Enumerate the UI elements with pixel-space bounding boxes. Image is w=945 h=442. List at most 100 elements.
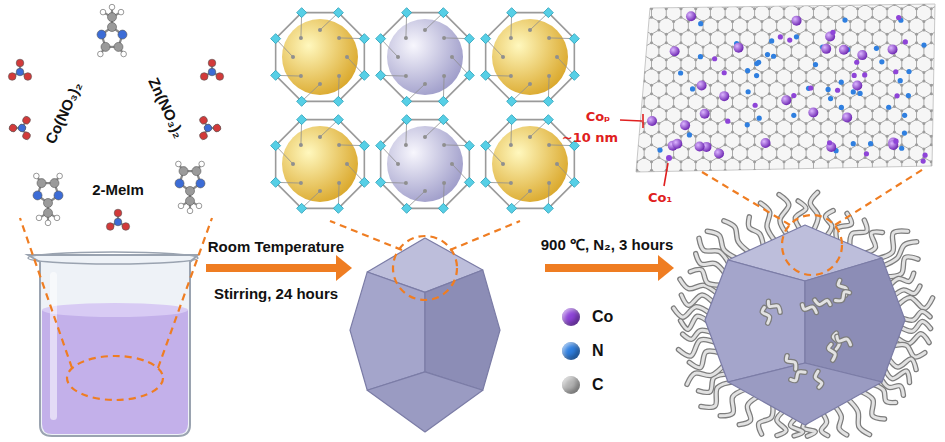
carbon-atom xyxy=(790,148,793,151)
carbon-atom xyxy=(687,46,690,49)
atom xyxy=(21,131,31,141)
carbon-atom xyxy=(731,156,734,159)
carbon-atom xyxy=(849,3,852,6)
carbon-atom xyxy=(812,7,815,10)
carbon-atom xyxy=(871,58,874,61)
carbon-atom xyxy=(643,20,646,23)
atom xyxy=(54,215,60,221)
carbon-atom xyxy=(819,105,822,108)
carbon-atom xyxy=(886,92,889,95)
carbon-atom xyxy=(665,109,668,112)
carbon-atom xyxy=(768,84,771,87)
carbon-atom xyxy=(694,67,697,70)
graphene-bonds xyxy=(438,0,945,183)
carbon-atom xyxy=(937,148,940,151)
crystal-face xyxy=(728,363,882,425)
carbon-atom xyxy=(886,7,889,10)
cobalt-single-atom xyxy=(787,37,792,42)
carbon-atom xyxy=(886,135,889,138)
carbon-atom xyxy=(775,71,778,74)
carbon-atom xyxy=(768,33,771,36)
carbon-atom xyxy=(738,169,741,172)
carbon-atom xyxy=(827,169,830,172)
carbon-atom xyxy=(768,92,771,95)
carbon-atom xyxy=(886,84,889,87)
nanotube-body xyxy=(690,269,722,285)
carbon-atom xyxy=(657,29,660,32)
carbon-atom xyxy=(702,46,705,49)
carbon-atom xyxy=(738,7,741,10)
carbon-atom xyxy=(635,160,638,163)
callout-leader xyxy=(620,120,642,121)
cage-framework xyxy=(381,13,470,102)
carbon-atom xyxy=(797,92,800,95)
carbon-atom xyxy=(635,92,638,95)
cage-framework xyxy=(486,120,575,209)
carbon-atom xyxy=(657,122,660,125)
carbon-atom xyxy=(797,169,800,172)
carbon-dot xyxy=(528,28,532,32)
carbon-atom xyxy=(922,122,925,125)
zn-tetrahedron xyxy=(464,141,474,151)
carbon-atom xyxy=(716,20,719,23)
carbon-atom xyxy=(834,71,837,74)
carbon-atom xyxy=(886,33,889,36)
carbon-atom xyxy=(827,118,830,121)
carbon-atom xyxy=(797,160,800,163)
carbon-dot xyxy=(442,181,446,185)
carbon-atom xyxy=(679,109,682,112)
carbon-atom xyxy=(716,29,719,32)
carbon-atom xyxy=(783,41,786,44)
carbon-atom xyxy=(760,46,763,49)
zn-tetrahedron xyxy=(297,203,307,213)
carbon-atom xyxy=(635,135,638,138)
carbon-atom xyxy=(930,33,933,36)
crystal-face xyxy=(425,270,500,390)
carbon-atom xyxy=(687,54,690,57)
carbon-atom xyxy=(709,118,712,121)
carbon-atom xyxy=(716,71,719,74)
carbon-atom xyxy=(900,118,903,121)
atom xyxy=(199,161,205,167)
atom xyxy=(203,123,213,133)
carbon-atom xyxy=(753,135,756,138)
carbon-atom xyxy=(797,118,800,121)
carbon-atom xyxy=(915,7,918,10)
carbon-atom xyxy=(716,105,719,108)
carbon-atom xyxy=(900,7,903,10)
zn-tetrahedron xyxy=(376,141,386,151)
carbon-atom xyxy=(893,173,896,176)
atom xyxy=(208,68,216,76)
carbon-atom xyxy=(775,97,778,100)
zn-tetrahedron xyxy=(438,8,448,18)
carbon-atom xyxy=(635,84,638,87)
zn-tetrahedron xyxy=(376,177,386,187)
atom xyxy=(57,173,63,179)
atom xyxy=(50,179,59,188)
carbon-atom xyxy=(643,173,646,176)
nitrate-ion xyxy=(8,111,39,141)
leader-dashed xyxy=(702,172,790,225)
carbon-atom xyxy=(915,160,918,163)
legend-swatch xyxy=(562,342,580,360)
carbon-dot xyxy=(345,55,349,59)
cobalt-single-atom xyxy=(666,155,672,161)
leader-dashed xyxy=(450,221,520,250)
carbon-atom xyxy=(819,173,822,176)
carbon-atom xyxy=(746,105,749,108)
carbon-atom xyxy=(849,156,852,159)
zn-tetrahedron xyxy=(271,141,281,151)
carbon-atom xyxy=(731,105,734,108)
carbon-atom xyxy=(849,80,852,83)
atom xyxy=(196,203,202,209)
carbon-dot xyxy=(509,74,513,78)
atom xyxy=(45,220,51,226)
nanotube-outline xyxy=(791,372,805,381)
nanotube-outline xyxy=(850,220,867,248)
carbon-atom xyxy=(657,156,660,159)
carbon-atom xyxy=(841,135,844,138)
zn-tetrahedron xyxy=(376,70,386,80)
carbon-atom xyxy=(812,67,815,70)
carbon-atom xyxy=(900,67,903,70)
